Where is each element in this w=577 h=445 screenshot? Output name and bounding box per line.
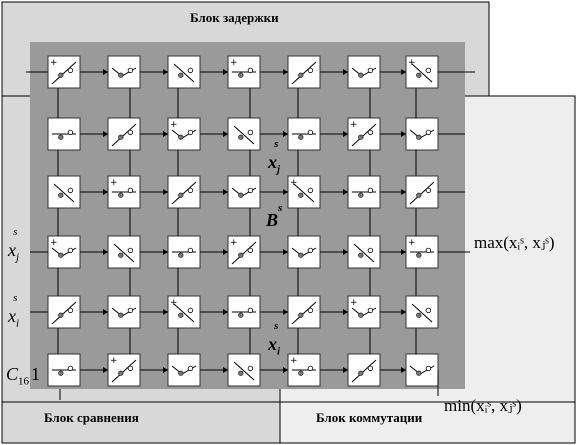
svg-text:+: + xyxy=(230,58,238,68)
switch-cell xyxy=(107,117,141,151)
switch-cell xyxy=(167,235,201,269)
svg-text:+: + xyxy=(170,298,178,308)
switch-cell xyxy=(405,175,439,209)
switch-cell xyxy=(287,295,321,329)
switch-cell xyxy=(405,295,439,329)
switch-cell xyxy=(227,175,261,209)
switch-cell: + xyxy=(405,55,439,89)
switch-cell xyxy=(405,117,439,151)
switch-cell xyxy=(227,295,261,329)
switch-cell: + xyxy=(287,353,321,387)
switch-cell: + xyxy=(167,295,201,329)
delay-block-title: Блок задержки xyxy=(190,10,279,25)
switch-cell xyxy=(287,235,321,269)
switch-cell xyxy=(107,295,141,329)
switch-cell xyxy=(107,55,141,89)
switch-cell xyxy=(167,175,201,209)
switch-cell xyxy=(47,117,81,151)
switch-cell: + xyxy=(107,353,141,387)
switch-cell xyxy=(347,55,381,89)
switch-cell: + xyxy=(227,235,261,269)
switch-cell xyxy=(287,55,321,89)
input-xj-label: xjs xyxy=(8,226,20,264)
switch-cell: + xyxy=(347,117,381,151)
switch-cell xyxy=(287,117,321,151)
svg-text:+: + xyxy=(408,58,416,68)
svg-text:+: + xyxy=(290,178,298,188)
switch-cell xyxy=(347,353,381,387)
svg-text:+: + xyxy=(408,238,416,248)
inner-xi-label: xis xyxy=(268,320,281,358)
switch-cell xyxy=(405,353,439,387)
output-min-label: min(xᵢˢ, xⱼˢ) xyxy=(444,396,522,415)
switch-cell: + xyxy=(107,175,141,209)
inner-xj-label: xjs xyxy=(268,138,281,176)
switch-cell xyxy=(227,353,261,387)
svg-text:+: + xyxy=(50,58,58,68)
switch-cell xyxy=(347,235,381,269)
switch-cell: + xyxy=(47,55,81,89)
cell-matrix-background xyxy=(30,42,465,389)
switch-cell xyxy=(47,295,81,329)
svg-text:+: + xyxy=(50,238,58,248)
input-xi-label: xis xyxy=(8,292,20,330)
switch-cell: + xyxy=(287,175,321,209)
switch-cell: + xyxy=(347,295,381,329)
svg-text:+: + xyxy=(170,120,178,130)
svg-text:+: + xyxy=(350,298,358,308)
svg-text:+: + xyxy=(110,178,118,188)
inner-bs-label: Bs xyxy=(266,202,283,230)
switch-cell: + xyxy=(167,117,201,151)
switch-cell: + xyxy=(405,235,439,269)
switch-cell xyxy=(107,235,141,269)
switch-cell xyxy=(347,175,381,209)
switch-cell xyxy=(47,175,81,209)
switch-cell xyxy=(227,117,261,151)
switch-cell: + xyxy=(227,55,261,89)
switch-cell xyxy=(167,55,201,89)
switch-cell xyxy=(167,353,201,387)
switch-cell xyxy=(47,353,81,387)
svg-text:+: + xyxy=(230,238,238,248)
svg-text:+: + xyxy=(110,356,118,366)
output-max-label: max(xᵢˢ, xⱼˢ) xyxy=(474,233,555,252)
svg-text:+: + xyxy=(290,356,298,366)
switch-cell: + xyxy=(47,235,81,269)
svg-text:+: + xyxy=(350,120,358,130)
compare-block-title: Блок сравнения xyxy=(44,410,139,425)
switch-block-title: Блок коммутации xyxy=(316,410,423,425)
